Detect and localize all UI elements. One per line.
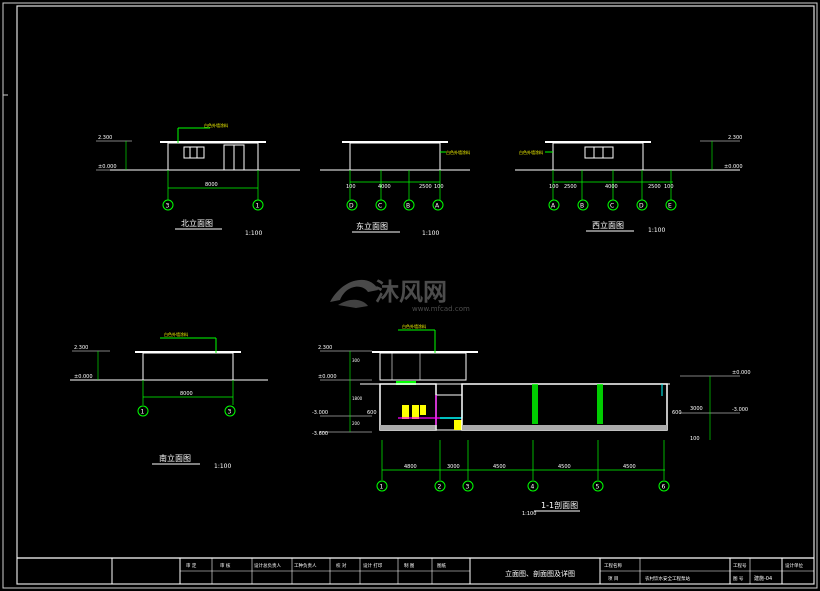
east-dim-4: 100 — [434, 184, 444, 190]
section-axis-4: 4 — [531, 484, 535, 491]
section-dim-300: 300 — [352, 358, 360, 363]
brand-logo-icon — [330, 279, 378, 302]
section-note: 白色外墙涂料 — [402, 323, 426, 329]
south-title: 南立面图 — [159, 453, 191, 463]
west-axis-5: E — [668, 203, 672, 210]
west-dim-5: 100 — [664, 184, 674, 190]
section-axis-5: 5 — [596, 484, 600, 491]
west-dim-3: 4000 — [605, 184, 618, 190]
tb-drawing-name: 立面图、剖面图及详图 — [505, 569, 575, 578]
section-level-bottom: -3.600 — [312, 431, 328, 437]
tb-project-label: 工程名称 — [604, 562, 622, 569]
tb-header-6: 设计 打印 — [363, 562, 383, 569]
west-title: 西立面图 — [592, 220, 624, 230]
west-level-base: ±0.000 — [724, 164, 743, 170]
section-dim-200: 200 — [352, 421, 360, 426]
section-scale: 1:100 — [522, 511, 536, 517]
section-right-level-ground: ±0.000 — [732, 370, 751, 376]
west-axis-2: B — [580, 203, 584, 210]
east-axis-1: D — [349, 203, 354, 210]
west-elevation: 白色外墙涂料 2.300 ±0.000 100 2500 4000 2500 1… — [515, 135, 743, 234]
west-axis-3: C — [610, 203, 614, 210]
tb-header-2: 审 核 — [220, 562, 231, 569]
east-elevation: 白色外墙涂料 100 4000 2500 100 D C B A 东立面图 1:… — [320, 141, 470, 237]
east-note: 白色外墙涂料 — [446, 149, 470, 155]
south-axis-right: 3 — [228, 409, 232, 416]
tb-project-sub: 项 目 — [608, 576, 618, 582]
north-level-top: 2.300 — [98, 135, 112, 141]
section-axis-3: 3 — [466, 484, 470, 491]
tb-number-label: 工程号 — [733, 562, 747, 569]
south-note: 白色外墙涂料 — [164, 331, 188, 337]
tb-unit: 设计单位 — [785, 562, 803, 569]
east-axis-2: C — [378, 203, 382, 210]
watermark: 沐风网 www.mfcad.com — [330, 278, 470, 313]
east-dim-3: 2500 — [419, 184, 432, 190]
east-dim-2: 4000 — [378, 184, 391, 190]
section-title: 1-1剖面图 — [541, 500, 578, 510]
west-scale: 1:100 — [648, 227, 665, 234]
west-dim-1: 100 — [549, 184, 559, 190]
west-axis-4: D — [639, 203, 644, 210]
section-level-ground: ±0.000 — [318, 374, 337, 380]
west-axis-1: A — [551, 203, 556, 210]
section-dim-2: 3000 — [447, 464, 460, 470]
west-dim-2: 2500 — [564, 184, 577, 190]
tb-header-4: 工种负责人 — [294, 562, 317, 569]
north-span: 8000 — [205, 182, 218, 188]
west-level-top: 2.300 — [728, 135, 742, 141]
title-block: 审 定 审 核 设计总负责人 工种负责人 校 对 设计 打印 制 图 图纸 立面… — [17, 557, 814, 584]
tb-header-5: 校 对 — [336, 562, 347, 569]
south-span: 8000 — [180, 391, 193, 397]
section-level-top: 2.300 — [318, 345, 332, 351]
tb-sheet-label: 图 号 — [733, 576, 744, 582]
east-dim-1: 100 — [346, 184, 356, 190]
watermark-url: www.mfcad.com — [412, 305, 470, 313]
section-dim-600-left: 600 — [367, 410, 377, 416]
section-axis-2: 2 — [438, 484, 442, 491]
tb-drawing-label: 图纸 — [437, 562, 446, 569]
section-axis-6: 6 — [662, 484, 666, 491]
north-axis-left: 3 — [166, 203, 170, 210]
section-dim-600-right: 600 — [672, 410, 682, 416]
inner-border — [16, 5, 815, 585]
north-elevation: 白色外墙涂料 2.300 ±0.000 8000 3 1 北立面图 1:100 — [96, 122, 300, 237]
north-title: 北立面图 — [181, 218, 213, 228]
east-axis-4: A — [435, 203, 440, 210]
west-dim-4: 2500 — [648, 184, 661, 190]
section-axis-1: 1 — [380, 484, 384, 491]
west-note: 白色外墙涂料 — [519, 149, 543, 155]
south-level-base: ±0.000 — [74, 374, 93, 380]
tb-header-7: 制 图 — [404, 562, 415, 569]
south-level-top: 2.300 — [74, 345, 88, 351]
section-dim-100: 100 — [690, 436, 700, 442]
east-title: 东立面图 — [356, 221, 388, 231]
north-level-base: ±0.000 — [98, 164, 117, 170]
north-scale: 1:100 — [245, 230, 262, 237]
tb-sheet-no: 建施-04 — [754, 575, 772, 582]
section-dim-3000: 3000 — [690, 406, 703, 412]
section-right-level-bottom: -3.000 — [732, 407, 748, 413]
section-dim-5: 4500 — [623, 464, 636, 470]
south-scale: 1:100 — [214, 463, 231, 470]
section-dim-4: 4500 — [558, 464, 571, 470]
north-note: 白色外墙涂料 — [204, 122, 228, 128]
section-dim-3: 4500 — [493, 464, 506, 470]
east-scale: 1:100 — [422, 230, 439, 237]
north-axis-right: 1 — [256, 203, 260, 210]
watermark-brand: 沐风网 — [375, 278, 447, 306]
section-dim-1800: 1800 — [352, 396, 363, 401]
section-level-pit: -3.000 — [312, 410, 328, 416]
east-axis-3: B — [406, 203, 410, 210]
section-1-1: 白色外墙涂料 2.300 ±0.000 -3.000 -3.600 300 18… — [312, 323, 751, 517]
tb-project-name: 农村饮水安全工程泵站 — [645, 575, 690, 582]
tb-header-3: 设计总负责人 — [254, 562, 281, 569]
tb-header-1: 审 定 — [186, 562, 197, 569]
section-dim-1: 4800 — [404, 464, 417, 470]
south-elevation: 白色外墙涂料 2.300 ±0.000 8000 1 3 南立面图 1:100 — [70, 331, 268, 470]
south-axis-left: 1 — [141, 409, 145, 416]
